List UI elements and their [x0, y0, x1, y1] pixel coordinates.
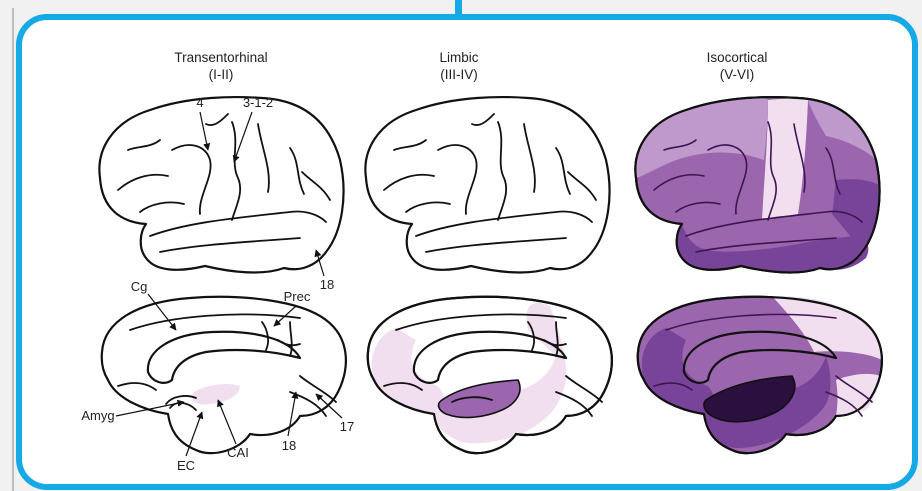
- stage-range-limbic: (III-IV): [440, 67, 478, 82]
- label-area-18-medial: 18: [282, 438, 296, 453]
- label-ec: EC: [177, 458, 195, 473]
- label-area-18-lateral: 18: [320, 277, 334, 292]
- label-cai: CAI: [227, 445, 249, 460]
- stage-range-transentorhinal: (I-II): [209, 67, 234, 82]
- stage-title-limbic: Limbic: [439, 50, 478, 65]
- stage-title-isocortical: Isocortical: [707, 50, 768, 65]
- stage-title-transentorhinal: Transentorhinal: [174, 50, 267, 65]
- frame-border-left: [12, 8, 14, 491]
- label-amyg: Amyg: [81, 408, 114, 423]
- label-area-4: 4: [196, 95, 203, 110]
- label-area-17: 17: [340, 419, 354, 434]
- label-prec: Prec: [284, 289, 311, 304]
- stage-range-isocortical: (V-VI): [720, 67, 755, 82]
- label-area-312: 3-1-2: [243, 95, 273, 110]
- label-cg: Cg: [131, 279, 148, 294]
